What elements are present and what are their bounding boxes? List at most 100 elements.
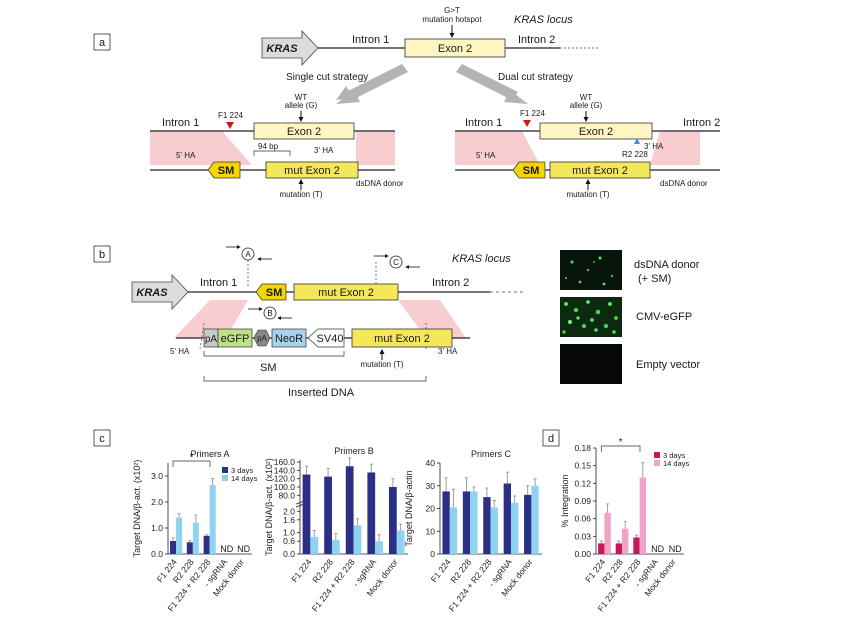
b-top-mut-exon: mut Exon 2 [318, 287, 374, 299]
panel-a-tag-box [93, 33, 111, 51]
a-right-mut-exon: mut Exon 2 [572, 165, 628, 177]
y-tick-label: 1.6 [283, 515, 295, 525]
a-right-f1: F1 224 [520, 109, 545, 118]
bar-day3 [302, 474, 311, 554]
chart-ylabel: Target DNA/β-act. (x10²) [264, 458, 274, 556]
b-intron1: Intron 1 [200, 277, 237, 289]
a-dual-cut-diagram: WT allele (G) F1 224 Exon 2 Intron 1 Int… [455, 93, 720, 199]
a-hotspot-1: G>T [444, 6, 460, 15]
a-left-f1: F1 224 [218, 111, 243, 120]
b-locus-title: KRAS locus [452, 253, 511, 265]
a-locus-title: KRAS locus [514, 14, 573, 26]
a-right-exon2: Exon 2 [579, 126, 613, 138]
b-top-sm: SM [266, 287, 283, 299]
y-tick-label: 0.03 [574, 531, 591, 541]
a-kras-gene-arrow [261, 29, 319, 67]
bar-day14 [639, 477, 646, 554]
bar-day3 [483, 497, 491, 554]
a-left-mut-exon: mut Exon 2 [284, 165, 340, 177]
b-micro-cmv [560, 297, 622, 337]
b-mutation: mutation (T) [360, 360, 403, 369]
bar-day14 [192, 522, 199, 554]
a-left-intron1: Intron 1 [162, 117, 199, 129]
a-left-wt-1: WT [295, 93, 308, 102]
b-sv40: SV40 [317, 333, 344, 345]
a-right-wt-1: WT [580, 93, 593, 102]
y-tick-label: 0.18 [574, 443, 591, 453]
chart-title: Primers C [471, 449, 511, 459]
b-primer-b: B [267, 309, 272, 318]
a-left-f1-marker [226, 122, 234, 129]
bar-day14 [209, 485, 216, 554]
y-tick-label: 3.0 [151, 471, 163, 481]
nd-label: ND [220, 544, 233, 554]
b-kras-label: KRAS [136, 287, 168, 299]
bar-day3 [633, 537, 640, 554]
a-right-f1-marker [523, 120, 531, 127]
y-tick-label: 1.0 [283, 528, 295, 538]
b-5ha: 5' HA [170, 347, 190, 356]
bar-day3 [203, 535, 210, 554]
a-left-94bp: 94 bp [258, 142, 279, 151]
b-primer-a: A [245, 250, 251, 259]
a-exon2-box [404, 38, 506, 58]
bar-day14 [604, 512, 611, 554]
y-tick-label: 2.0 [151, 497, 163, 507]
a-left-exon2: Exon 2 [287, 126, 321, 138]
nd-label: ND [237, 544, 250, 554]
chart-ylabel: Target DNA/β-actin [404, 470, 414, 546]
b-3ha: 3' HA [438, 347, 458, 356]
bar-day3 [367, 472, 376, 554]
x-tick-label: F1 224 [289, 557, 313, 584]
a-right-wt-2: allele (G) [570, 101, 603, 110]
significance-bracket [600, 445, 641, 452]
a-right-r2: R2 228 [622, 150, 648, 159]
a-left-sm: SM [218, 165, 235, 177]
b-egfp: eGFP [221, 333, 250, 345]
bar-day14 [510, 502, 519, 554]
bar-day3 [345, 466, 354, 554]
a-left-mutation: mutation (T) [279, 190, 322, 199]
panel-a: a KRAS locus G>T mutation hotspot KRAS E… [93, 6, 720, 199]
y-tick-label: 0.6 [283, 536, 295, 546]
b-pa: pA [205, 334, 218, 345]
a-single-strategy: Single cut strategy [286, 72, 368, 83]
b-pa2: pA [257, 334, 267, 343]
a-single-cut-diagram: WT allele (G) F1 224 Exon 2 Intron 1 5' … [150, 93, 404, 199]
bar-day3 [462, 491, 471, 554]
a-exon2-label: Exon 2 [438, 43, 472, 55]
panel-b: b KRAS locus A C KRAS Intron 1 Intron 2 … [93, 245, 701, 399]
bar-day3 [388, 487, 397, 554]
nd-label: ND [669, 544, 682, 554]
bar-day3 [442, 491, 450, 554]
significance-star: * [190, 452, 194, 463]
a-right-3ha: 3' HA [644, 142, 664, 151]
chart-ylabel: % Integration [560, 474, 570, 527]
y-tick-label: 120.0 [274, 474, 296, 484]
legend-swatch [222, 475, 228, 481]
legend-swatch [654, 460, 660, 466]
y-tick-label: 40 [426, 458, 436, 468]
panel-a-tag: a [99, 37, 106, 49]
bar-day14 [449, 507, 458, 554]
bar-day14 [375, 541, 383, 554]
bar-day14 [490, 507, 498, 554]
legend-label: 14 days [663, 459, 690, 468]
b-donor-mut-exon: mut Exon 2 [374, 333, 430, 345]
bar-day3 [615, 543, 623, 554]
b-micro-label-4: Empty vector [636, 359, 701, 371]
chart-ylabel: Target DNA/β-act. (x10²) [132, 460, 142, 558]
bar-day3 [503, 483, 511, 554]
bar-day3 [524, 494, 532, 554]
b-sm-bracket: SM [260, 362, 277, 374]
panel-c-tag: c [99, 433, 105, 445]
chart-d: % Integration0.000.030.060.090.120.150.1… [560, 437, 690, 613]
y-tick-label: 0.09 [574, 496, 591, 506]
chart-title: Primers B [334, 446, 374, 456]
a-right-intron1: Intron 1 [465, 117, 502, 129]
y-tick-label: 2.0 [283, 506, 295, 516]
y-tick-label: 80.0 [278, 490, 295, 500]
